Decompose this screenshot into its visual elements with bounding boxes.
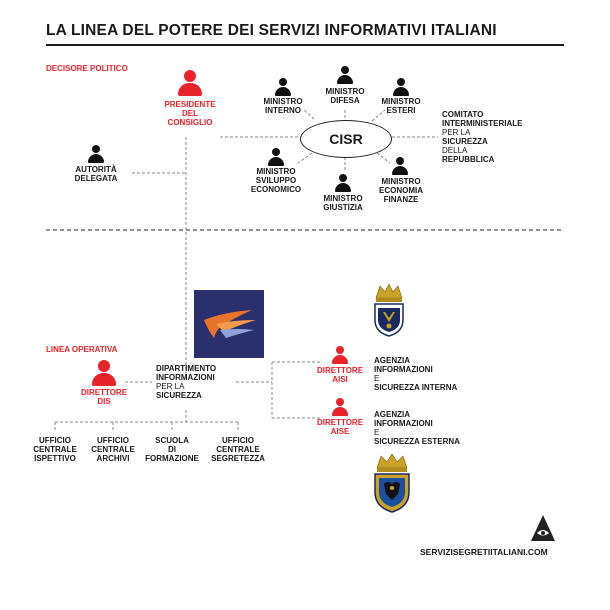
person-icon: [178, 70, 202, 96]
dis-department-label: DIPARTIMENTO INFORMAZIONI PER LA SICUREZ…: [156, 364, 217, 400]
person-icon: [92, 360, 116, 386]
person-icon: [332, 398, 348, 416]
aisi-crest-icon: [372, 282, 406, 338]
person-icon: [332, 346, 348, 364]
connector-interno-cisr: [303, 109, 315, 120]
person-icon: [268, 148, 284, 166]
committee-description: COMITATO INTERMINISTERIALE PER LA SICURE…: [442, 110, 523, 164]
connector-economia-cisr: [376, 152, 391, 164]
page-title: LA LINEA DEL POTERE DEI SERVIZI INFORMAT…: [46, 22, 497, 39]
connector-sviluppo-cisr: [297, 152, 313, 164]
title-underline: [46, 44, 564, 46]
connector-esteri-cisr: [371, 109, 386, 122]
person-icon: [393, 78, 409, 96]
footer-website[interactable]: SERVIZISEGRETIITALIANI.COM: [420, 547, 548, 557]
person-icon: [337, 66, 353, 84]
person-icon: [275, 78, 291, 96]
cisr-node: CISR: [300, 120, 392, 158]
person-icon: [88, 145, 104, 163]
section-political: DECISORE POLITICO: [46, 64, 128, 73]
section-operational: LINEA OPERATIVA: [46, 345, 118, 354]
aise-agency-label: AGENZIA INFORMAZIONI E SICUREZZA ESTERNA: [374, 410, 460, 446]
dis-logo-icon: [194, 290, 264, 358]
person-icon: [392, 157, 408, 175]
aise-crest-icon: [372, 452, 412, 514]
person-icon: [335, 174, 351, 192]
aisi-agency-label: AGENZIA INFORMAZIONI E SICUREZZA INTERNA: [374, 356, 458, 392]
triangle-eye-icon: [530, 514, 556, 542]
